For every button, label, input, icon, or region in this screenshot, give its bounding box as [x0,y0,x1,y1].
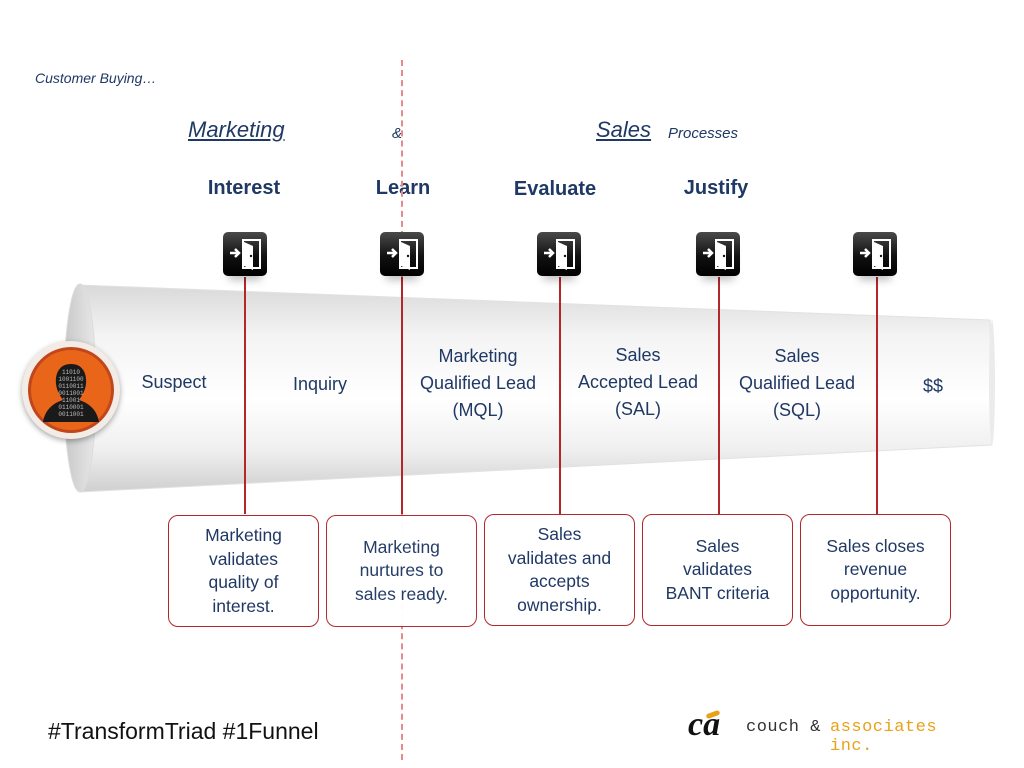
funnel-sql: Sales Qualified Lead (SQL) [738,346,856,420]
funnel-mql: Marketing Qualified Lead (MQL) [419,346,537,420]
logo-name: couch & [746,718,821,737]
binary-line: 0110011 [58,383,84,390]
callout-sales-closes: Sales closes revenue opportunity. [800,514,951,626]
door-exit-icon [223,232,267,276]
callout-sales-accepts: Sales validates and accepts ownership. [484,514,635,626]
callout-sales-bant: Sales validates BANT criteria [642,514,793,626]
logo-name-suffix: associates inc. [830,718,938,756]
connector-line [718,277,720,514]
callout-marketing-nurtures: Marketing nurtures to sales ready. [326,515,477,627]
binary-line: 11001 [62,397,80,404]
hashtag-footer: #TransformTriad #1Funnel [48,718,319,744]
stage-evaluate: Evaluate [513,178,597,200]
door-exit-icon [696,232,740,276]
callout-marketing-validates: Marketing validates quality of interest. [168,515,319,627]
funnel-sal: Sales Accepted Lead (SAL) [577,345,699,419]
ampersand: & [392,125,403,142]
binary-line: 0011001 [58,390,84,397]
funnel-inquiry: Inquiry [292,374,348,394]
binary-line: 0011001 [58,411,84,418]
processes-label: Processes [668,125,739,142]
connector-line [401,277,403,514]
connector-line [244,277,246,514]
door-exit-icon [380,232,424,276]
door-exit-icon [853,232,897,276]
avatar: 11010 1001100 0110011 0011001 11001 0110… [28,347,114,433]
binary-line: 1001100 [58,376,84,383]
marketing-heading: Marketing [188,117,285,142]
binary-line: 0110001 [58,404,84,411]
subtitle: Customer Buying… [35,70,157,86]
funnel-suspect: Suspect [141,372,207,392]
avatar-frame: 11010 1001100 0110011 0011001 11001 0110… [22,341,120,439]
connector-line [559,277,561,514]
company-logo: ca couch & associates inc. [688,706,988,756]
sales-heading: Sales [596,117,652,142]
person-binary-icon: 11010 1001100 0110011 0011001 11001 0110… [43,364,99,422]
binary-line: 11010 [62,369,80,376]
connector-line [876,277,878,514]
funnel-revenue: $$ [922,376,944,396]
stage-justify: Justify [683,177,749,199]
stage-interest: Interest [207,177,281,199]
stage-learn: Learn [375,177,431,199]
door-exit-icon [537,232,581,276]
